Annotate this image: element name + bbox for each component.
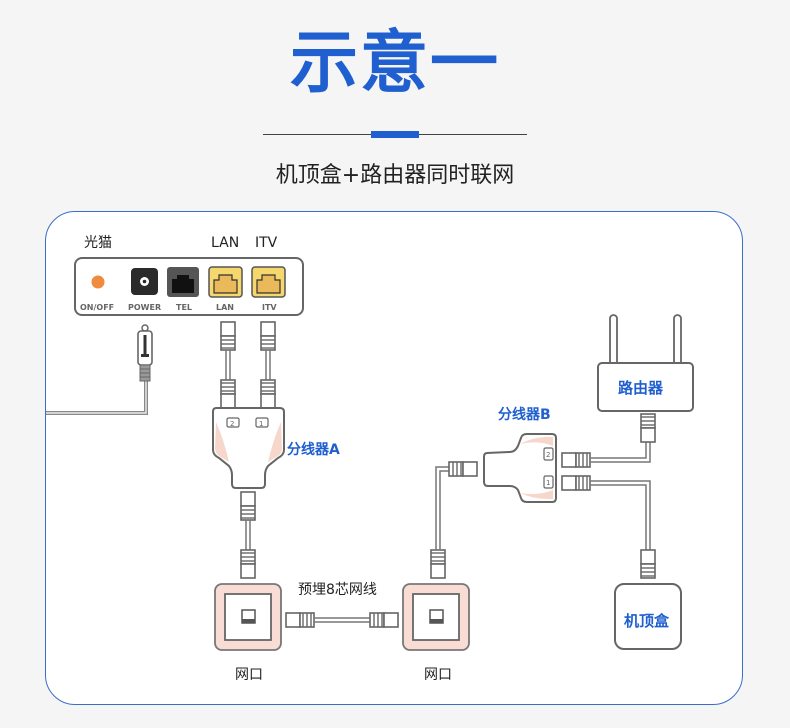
splitter-a-port-1: 1 xyxy=(259,420,263,428)
buried-cable-label: 预埋8芯网线 xyxy=(298,582,377,598)
outlet-2-label: 网口 xyxy=(424,667,452,683)
modem-lan-cable xyxy=(220,321,236,409)
power-cord xyxy=(46,324,153,415)
splitter-b-to-router-cable xyxy=(561,413,656,468)
splitter-a-to-outlet-cable xyxy=(240,491,256,579)
antenna-icon xyxy=(673,314,682,366)
modem-itv-label: ITV xyxy=(255,235,278,251)
settop-box-label: 机顶盒 xyxy=(624,612,670,630)
port-label-power: POWER xyxy=(128,303,161,312)
power-led-icon xyxy=(91,275,105,289)
splitter-b-label: 分线器B xyxy=(498,406,551,423)
modem-label: 光猫 xyxy=(84,235,112,251)
outlet-1-label: 网口 xyxy=(235,667,263,683)
splitter-a-label: 分线器A xyxy=(287,441,340,458)
outlet-to-splitter-b-cable xyxy=(430,461,478,579)
splitter-b-port-2: 2 xyxy=(546,451,550,459)
modem-itv-cable xyxy=(260,321,276,409)
splitter-b-to-settop-cable xyxy=(561,475,656,579)
splitter-b-port-1: 1 xyxy=(546,479,550,487)
splitter-a xyxy=(212,407,285,489)
modem-lan-label: LAN xyxy=(211,235,239,251)
title-divider-accent xyxy=(371,131,419,138)
router-device xyxy=(597,314,694,412)
wall-outlet-2 xyxy=(402,583,470,651)
settop-box-device xyxy=(614,583,682,650)
splitter-a-port-2: 2 xyxy=(230,420,234,428)
buried-cable xyxy=(285,612,399,628)
port-label-itv: ITV xyxy=(262,303,277,312)
page-title: 示意一 xyxy=(289,24,500,103)
port-label-tel: TEL xyxy=(176,303,192,312)
wall-outlet-1 xyxy=(214,583,282,651)
router-label: 路由器 xyxy=(618,379,664,397)
modem-device xyxy=(74,257,304,316)
splitter-b xyxy=(483,433,557,503)
port-label-lan: LAN xyxy=(216,303,234,312)
page-subtitle: 机顶盒+路由器同时联网 xyxy=(275,163,515,188)
antenna-icon xyxy=(609,314,618,366)
port-label-onoff: ON/OFF xyxy=(80,303,114,312)
